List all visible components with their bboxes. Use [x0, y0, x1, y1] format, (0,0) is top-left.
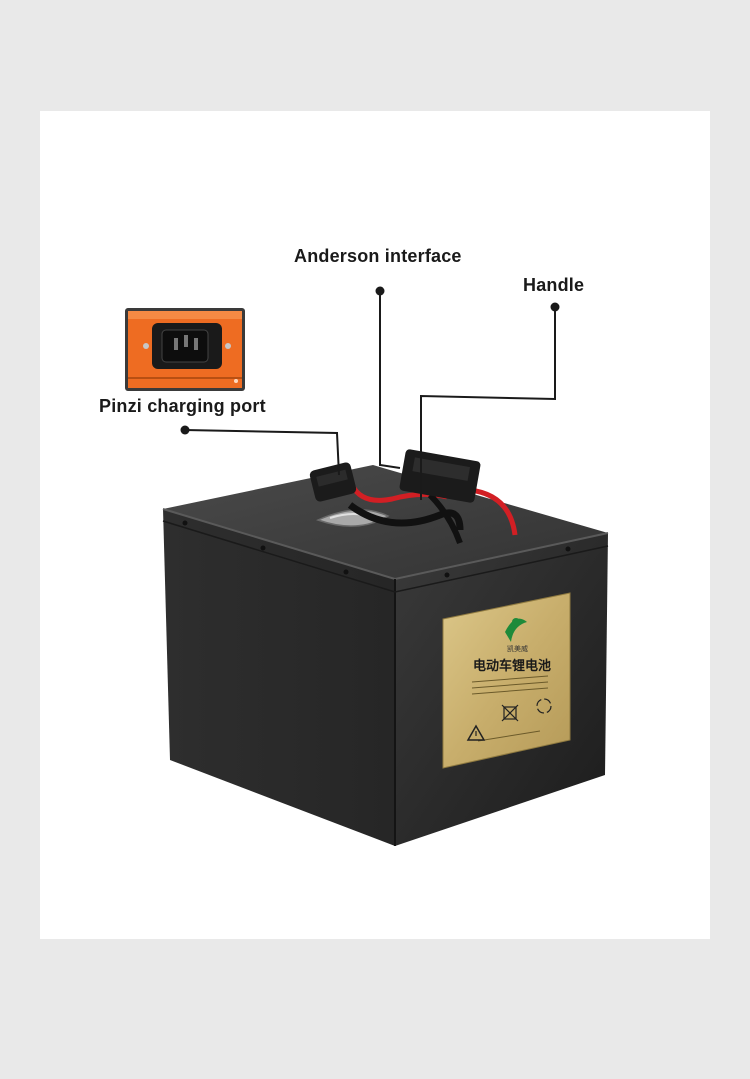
bin-crossed-icon [501, 704, 519, 722]
battery-label: 凯美威 电动车锂电池 [442, 592, 571, 769]
recycle-icon [536, 698, 552, 714]
callout-pinzi-charging-port: Pinzi charging port [99, 396, 266, 416]
label-title: 电动车锂电池 [473, 658, 551, 674]
warning-triangle-icon [466, 724, 486, 741]
anderson-connector [399, 449, 481, 503]
callout-handle: Handle [523, 275, 585, 295]
callout-lines [184, 291, 556, 500]
cables [347, 483, 518, 545]
charging-port-inset [125, 308, 245, 391]
logo-leaf-icon [505, 618, 527, 642]
label-brand: 凯美威 [507, 644, 528, 653]
charging-socket-icon [143, 323, 231, 369]
callout-anderson-interface: Anderson interface [294, 246, 462, 266]
callout-dots [180, 286, 560, 435]
